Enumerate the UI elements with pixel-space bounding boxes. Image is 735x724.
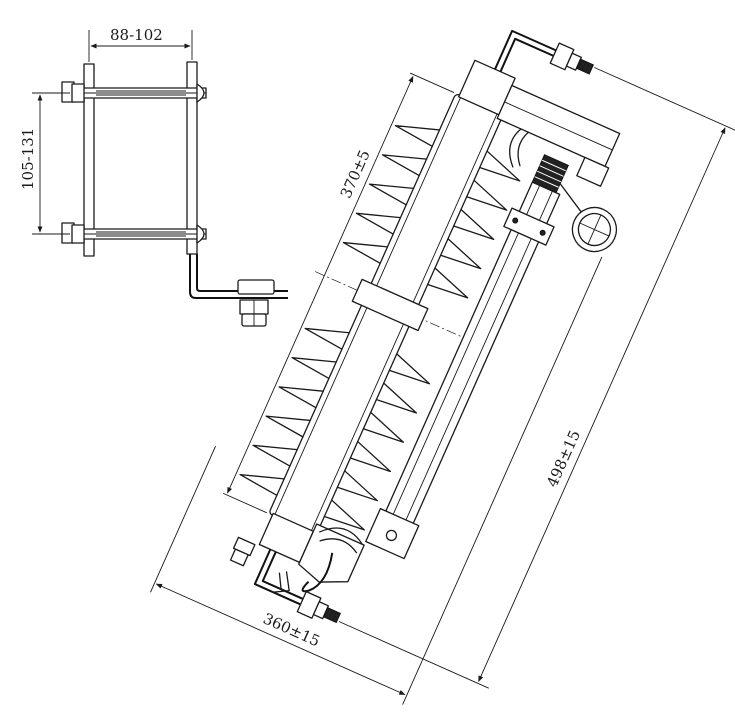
mounting-bracket — [61, 61, 288, 327]
arm-nut — [237, 279, 275, 327]
dimension-label-insulator-length: 370±5 — [337, 147, 374, 201]
cutout-assembly: 370±5 — [150, 29, 735, 705]
dimension-bolt-spacing: 105-131 — [19, 92, 70, 235]
lower-bolt — [61, 222, 207, 244]
dimension-overall-length: 498±15 — [338, 67, 735, 689]
upper-bolt — [61, 81, 207, 103]
dimension-label-bracket-width: 88-102 — [110, 26, 163, 44]
dimension-label-bolt-spacing: 105-131 — [19, 128, 37, 190]
bracket-plate-left — [83, 63, 95, 257]
bracket-plate-right — [186, 61, 198, 255]
dimension-bracket-width: 88-102 — [88, 26, 193, 62]
bracket-arm — [189, 254, 288, 299]
